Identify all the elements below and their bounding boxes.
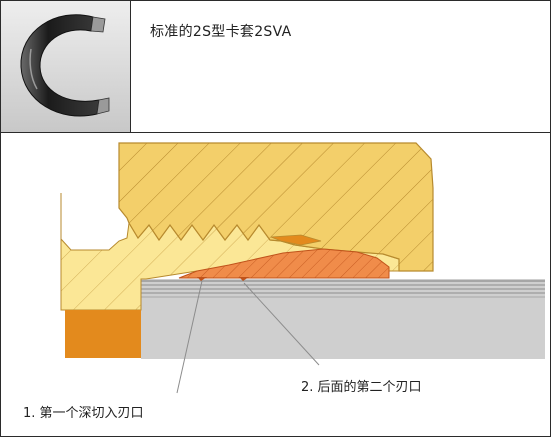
fitting-cross-section: 1. 第一个深切入刃口 2. 后面的第二个刃口 [1,133,550,436]
header-divider-horizontal [1,132,550,133]
fitting-body [60,193,400,358]
tube [141,279,545,359]
cutting-ring-photo-icon [1,1,130,132]
figure-caption: 标准的2S型卡套2SVA [150,24,292,40]
union-nut [118,142,434,272]
cutting-ring-thumbnail [1,1,130,132]
callout-second-cutting-edge: 2. 后面的第二个刃口 [301,380,422,395]
cross-section-drawing [60,142,545,394]
cutting-ring [178,248,390,281]
callout-leaders [176,280,320,394]
callout-first-cutting-edge: 1. 第一个深切入刃口 [23,406,144,421]
header-divider-vertical [130,1,131,132]
